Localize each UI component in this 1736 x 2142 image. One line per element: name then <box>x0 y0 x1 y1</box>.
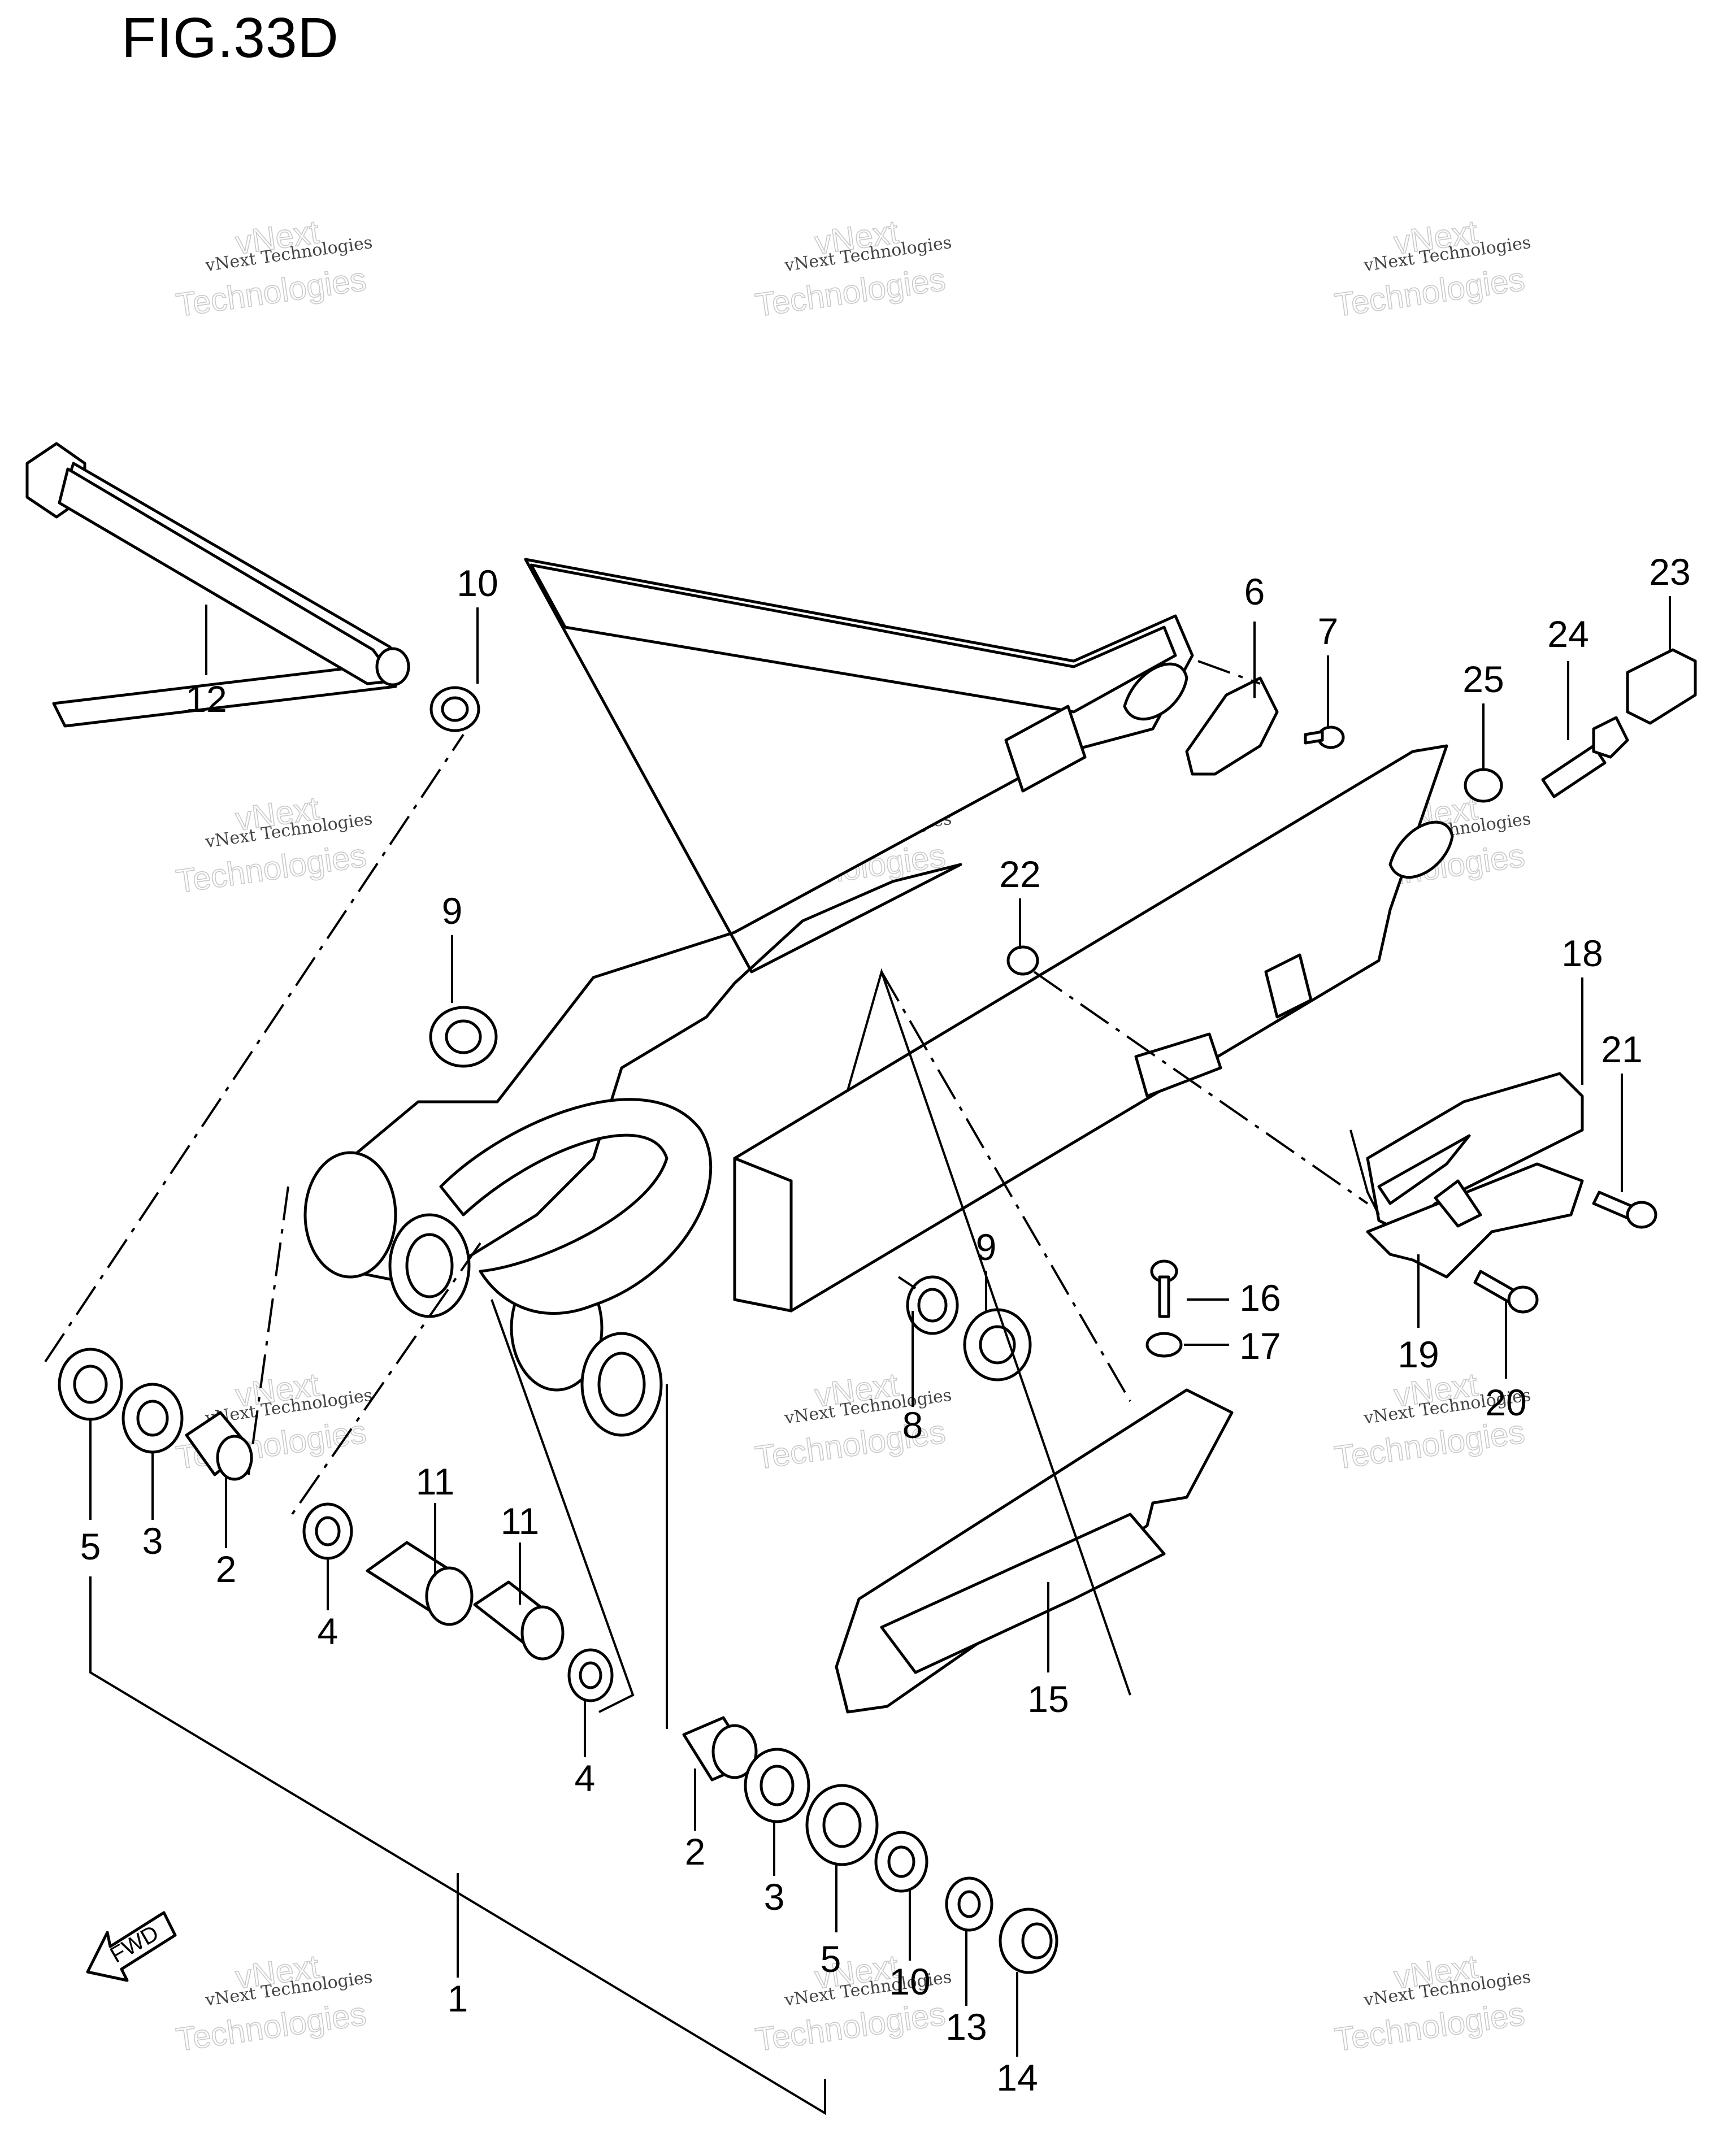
callout-3-left: 3 <box>142 1520 163 1562</box>
spacer-2-left <box>185 1411 253 1481</box>
watermark-big-line2: Technologies <box>753 1995 948 2058</box>
callout-11-b: 11 <box>501 1500 540 1542</box>
callout-18: 18 <box>1561 932 1603 974</box>
dust-seal-10-bottom <box>874 1831 928 1893</box>
watermark-big-line2: Technologies <box>174 837 368 900</box>
callout-21: 21 <box>1601 1028 1642 1070</box>
adjuster-bolt <box>1541 716 1629 798</box>
callout-5-left: 5 <box>80 1526 101 1567</box>
watermark-big-line2: Technologies <box>1333 1995 1527 2058</box>
bearing-9-right <box>963 1308 1032 1381</box>
callout-9-right: 9 <box>976 1226 997 1268</box>
nut-22 <box>1006 945 1039 976</box>
callout-15: 15 <box>1027 1678 1069 1720</box>
callout-2-right: 2 <box>685 1831 706 1872</box>
callout-14: 14 <box>996 2057 1038 2098</box>
callout-9-left: 9 <box>442 890 463 932</box>
chain-guide <box>835 1388 1234 1714</box>
cap-14 <box>999 1908 1058 1974</box>
swingarm <box>303 558 1454 1437</box>
callout-12: 12 <box>185 678 227 720</box>
oil-seal-5-left <box>58 1348 123 1421</box>
bolt-20 <box>1473 1270 1539 1314</box>
callout-24: 24 <box>1547 613 1589 655</box>
adjuster-nut <box>1464 768 1503 803</box>
callout-11-a: 11 <box>416 1461 455 1502</box>
callout-labels: 1 2 2 3 3 4 4 5 5 6 7 8 9 9 10 10 11 11 … <box>80 551 1691 2098</box>
callout-10-bottom: 10 <box>889 1961 930 2002</box>
watermark-big-line2: Technologies <box>1333 260 1527 323</box>
washer-4-right <box>567 1648 614 1702</box>
callout-4-right: 4 <box>575 1757 596 1799</box>
bearing-3-left <box>121 1383 184 1454</box>
screw-7 <box>1304 725 1345 749</box>
pivot-shaft <box>25 442 410 728</box>
chain-guide-plate <box>1366 1162 1584 1279</box>
callout-22: 22 <box>999 853 1040 895</box>
chain-adjuster-plate <box>1185 676 1279 776</box>
figure-title: FIG.33D <box>121 6 339 69</box>
callout-1: 1 <box>448 1978 468 2019</box>
spacer-11-a <box>366 1541 474 1626</box>
callout-4-left: 4 <box>318 1610 338 1652</box>
callout-20: 20 <box>1485 1381 1526 1423</box>
bearing-9-left <box>429 1006 498 1068</box>
bolt-21 <box>1592 1191 1657 1229</box>
callout-13: 13 <box>945 2006 987 2048</box>
screw-16 <box>1150 1259 1178 1318</box>
watermark-big-line2: Technologies <box>753 260 948 323</box>
callout-19: 19 <box>1398 1333 1439 1375</box>
oil-seal-5-right <box>805 1784 879 1866</box>
callout-8: 8 <box>902 1404 923 1446</box>
callout-3-right: 3 <box>764 1876 785 1918</box>
callout-6: 6 <box>1244 571 1265 612</box>
spacer-8 <box>906 1275 959 1335</box>
callout-16: 16 <box>1239 1277 1281 1319</box>
washer-4-left <box>302 1502 353 1560</box>
bearing-3-right <box>744 1748 810 1823</box>
callout-25: 25 <box>1462 658 1504 700</box>
washer-17 <box>1145 1332 1183 1358</box>
chain-adjuster-end <box>1626 648 1697 725</box>
callout-17: 17 <box>1239 1325 1281 1367</box>
watermark-big-line2: Technologies <box>174 1995 368 2058</box>
callout-23: 23 <box>1649 551 1690 593</box>
callout-10-top: 10 <box>457 562 498 604</box>
spacer-11-b <box>473 1580 565 1661</box>
assembly-center-lines <box>44 660 1369 1521</box>
dust-seal-10-top <box>429 686 480 732</box>
washer-13 <box>945 1876 993 1932</box>
callout-2-left: 2 <box>216 1548 237 1590</box>
callout-5-right: 5 <box>821 1938 841 1980</box>
callout-7: 7 <box>1318 610 1339 652</box>
watermark-big-line2: Technologies <box>174 260 368 323</box>
fwd-arrow: FWD <box>86 1911 177 1982</box>
